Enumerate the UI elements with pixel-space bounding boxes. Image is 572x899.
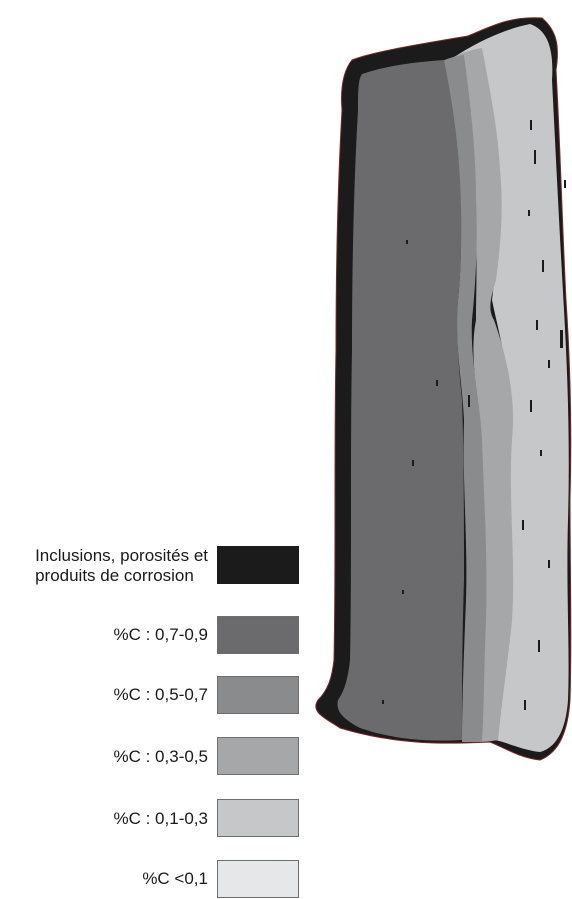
legend-item-c-0-1-0-3: %C : 0,1-0,3: [0, 799, 300, 839]
legend-item-c-lt-0-1: %C <0,1: [0, 860, 300, 898]
legend-swatch-c-0-3-0-5: [217, 737, 299, 775]
legend-label-c-0-7-0-9: %C : 0,7-0,9: [113, 625, 209, 644]
legend-swatch-c-0-1-0-3: [217, 799, 299, 837]
legend-label-c-0-1-0-3: %C : 0,1-0,3: [113, 809, 209, 828]
legend-item-c-0-5-0-7: %C : 0,5-0,7: [0, 676, 300, 716]
zone-c-0-7-0-9: [337, 60, 464, 741]
legend-label-line1: Inclusions, porosités et: [35, 546, 208, 565]
legend-label-c-lt-0-1: %C <0,1: [142, 869, 208, 888]
legend-swatch-c-0-5-0-7: [217, 676, 299, 714]
inclusion-dots: [382, 120, 566, 710]
legend-label-c-0-5-0-7: %C : 0,5-0,7: [113, 685, 209, 704]
legend-label-c-0-3-0-5: %C : 0,3-0,5: [113, 747, 209, 766]
legend-label-line2: produits de corrosion: [35, 566, 194, 585]
zone-c-0-3-0-5: [448, 48, 514, 742]
legend-label-inclusions: Inclusions, porosités et produits de cor…: [35, 546, 208, 586]
legend-swatch-c-lt-0-1: [217, 860, 299, 898]
legend-swatch-inclusions: [217, 546, 299, 584]
zone-c-0-5-0-7: [440, 55, 487, 742]
legend-item-c-0-7-0-9: %C : 0,7-0,9: [0, 616, 300, 656]
legend-item-inclusions: Inclusions, porosités et produits de cor…: [0, 546, 300, 588]
legend-item-c-0-3-0-5: %C : 0,3-0,5: [0, 737, 300, 777]
legend-swatch-c-0-7-0-9: [217, 616, 299, 654]
